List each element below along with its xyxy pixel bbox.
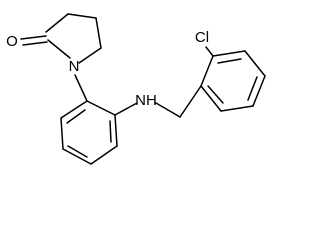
bond-phenyl-d bbox=[62, 148, 92, 165]
bond-phenyl-inner-3 bbox=[66, 109, 86, 124]
oxygen-label: O bbox=[6, 33, 18, 50]
bond-carbonyl-double-outer bbox=[20, 35, 47, 40]
bond-benzene-e bbox=[220, 105, 254, 112]
bond-benzene-inner-1 bbox=[217, 58, 242, 64]
bond-benzene-d bbox=[252, 75, 266, 107]
bond-phenyl-b bbox=[114, 114, 118, 147]
bond-phenyl-f bbox=[60, 100, 88, 119]
bond-phenyl-c bbox=[90, 145, 118, 165]
bond-phenyl-e bbox=[60, 117, 64, 150]
ring-nitrogen-label: N bbox=[69, 58, 80, 75]
bond-n-to-phenyl bbox=[74, 74, 88, 102]
chlorine-label: Cl bbox=[195, 29, 209, 46]
molecule-drawing: O N NH Cl bbox=[6, 13, 266, 165]
bond-phenyl-inner-1 bbox=[109, 120, 112, 143]
bond-n-to-carbonyl-c bbox=[47, 39, 71, 59]
bond-benzene-f bbox=[200, 85, 222, 112]
bond-benzene-to-cl bbox=[205, 46, 214, 57]
structure-canvas: O N NH Cl bbox=[6, 13, 266, 165]
bond-benzene-inner-2 bbox=[247, 76, 258, 101]
bond-ring-c-right bbox=[95, 17, 102, 49]
bond-carbonyl-c-to-ring-c-top bbox=[45, 13, 69, 33]
bond-ch2-to-benzene bbox=[179, 85, 202, 118]
amine-label: NH bbox=[135, 92, 157, 109]
bond-benzene-b bbox=[212, 50, 246, 57]
bond-carbonyl-double-inner bbox=[22, 41, 48, 46]
bond-benzene-c bbox=[244, 50, 266, 77]
bond-ring-c-to-n bbox=[78, 47, 102, 64]
bond-nh-to-ch2 bbox=[155, 102, 181, 118]
bond-phenyl-inner-2 bbox=[67, 145, 88, 158]
bond-phenyl-a bbox=[86, 100, 116, 116]
bond-benzene-a bbox=[200, 55, 214, 87]
bond-phenyl-to-nh bbox=[114, 102, 138, 116]
bond-benzene-inner-3 bbox=[207, 85, 224, 104]
bond-ring-c-top bbox=[67, 13, 97, 19]
